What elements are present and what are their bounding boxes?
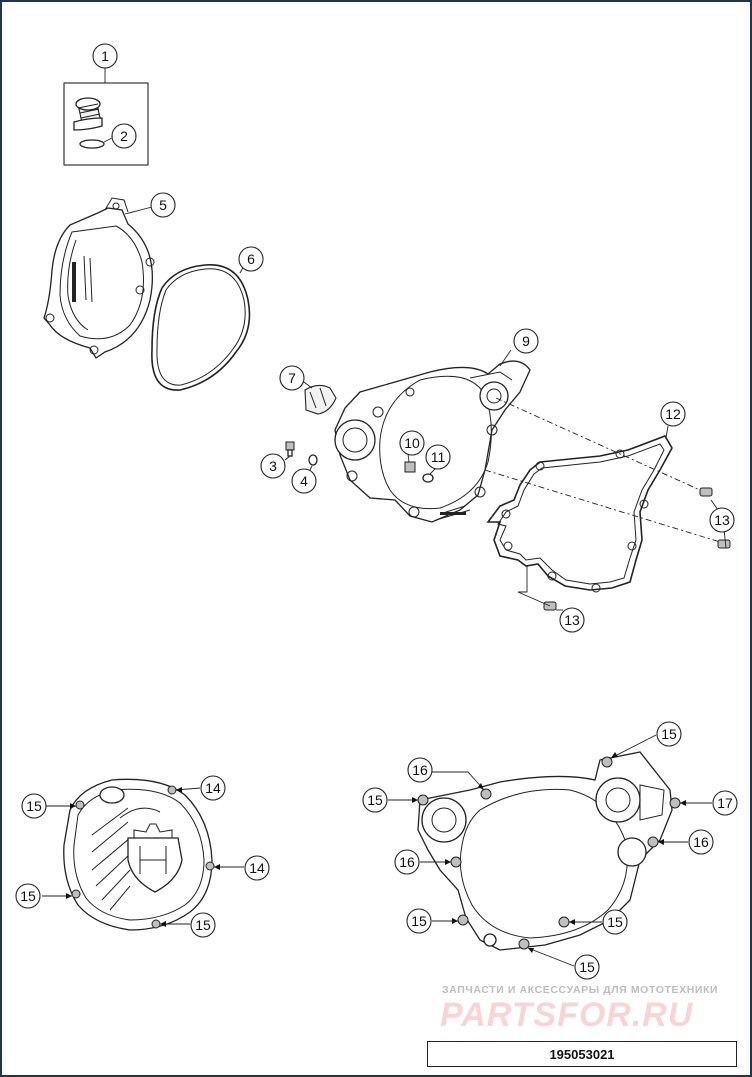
svg-text:15: 15 xyxy=(20,888,36,904)
svg-text:15: 15 xyxy=(26,798,42,814)
svg-text:12: 12 xyxy=(665,406,681,422)
svg-text:15: 15 xyxy=(195,917,211,933)
bolt-icon xyxy=(284,441,295,461)
svg-text:11: 11 xyxy=(431,449,446,465)
svg-text:14: 14 xyxy=(205,780,221,796)
callout-14-top: 14 xyxy=(200,775,226,801)
water-pump-part-icon xyxy=(300,379,337,415)
callout-2: 2 xyxy=(111,123,137,149)
svg-text:7: 7 xyxy=(288,370,296,386)
callout-5: 5 xyxy=(150,192,176,218)
callout-13-b: 13 xyxy=(559,607,585,633)
document-number: 195053021 xyxy=(427,1041,737,1067)
svg-text:15: 15 xyxy=(367,792,383,808)
callout-6: 6 xyxy=(238,246,264,272)
svg-text:1: 1 xyxy=(101,48,109,64)
callout-15-right-bottom-left: 15 xyxy=(406,908,432,934)
callout-15-right-top: 15 xyxy=(656,721,682,747)
svg-text:15: 15 xyxy=(607,914,623,930)
callout-10: 10 xyxy=(399,430,425,456)
svg-text:6: 6 xyxy=(247,251,255,267)
dowel-pin-icon xyxy=(517,487,731,611)
callout-9: 9 xyxy=(513,328,539,354)
watermark-brand: PARTSFOR.RU xyxy=(440,996,694,1034)
filler-plug-icon xyxy=(73,97,103,131)
gasket-icon xyxy=(151,263,251,391)
svg-text:5: 5 xyxy=(159,197,167,213)
svg-text:16: 16 xyxy=(399,854,415,870)
svg-text:3: 3 xyxy=(269,458,277,474)
svg-text:9: 9 xyxy=(522,333,530,349)
callout-12: 12 xyxy=(660,401,686,427)
o-ring-icon xyxy=(79,139,105,149)
filler-plug-kit xyxy=(63,68,149,166)
ignition-cover-assembled-icon xyxy=(388,734,712,967)
clutch-cover-assembled-icon xyxy=(42,778,244,931)
ignition-cover-icon xyxy=(334,349,721,543)
callout-16-left: 16 xyxy=(394,849,420,875)
callout-1: 1 xyxy=(92,43,118,69)
svg-text:14: 14 xyxy=(249,860,265,876)
callout-17: 17 xyxy=(712,790,738,816)
callout-7: 7 xyxy=(279,365,305,391)
callout-11: 11 xyxy=(425,444,451,470)
svg-text:2: 2 xyxy=(120,128,128,144)
callout-15-left-lower: 15 xyxy=(190,912,216,938)
svg-text:10: 10 xyxy=(404,435,420,451)
svg-text:13: 13 xyxy=(564,612,580,628)
callout-15-right-bottom-mid: 15 xyxy=(602,909,628,935)
svg-text:15: 15 xyxy=(579,959,595,975)
callout-13-a: 13 xyxy=(709,507,735,533)
callout-15-right-bottom: 15 xyxy=(574,954,600,980)
callout-15-left-bottom: 15 xyxy=(15,883,41,909)
callout-16-right: 16 xyxy=(688,829,714,855)
svg-text:15: 15 xyxy=(661,726,677,742)
callout-16-top: 16 xyxy=(407,757,433,783)
svg-text:16: 16 xyxy=(693,834,709,850)
clutch-cover-icon xyxy=(43,197,155,359)
svg-text:4: 4 xyxy=(300,473,308,489)
callout-15-right-left: 15 xyxy=(362,787,388,813)
watermark-tagline: ЗАПЧАСТИ И АКСЕССУАРЫ ДЛЯ МОТОТЕХНИКИ xyxy=(442,984,719,996)
svg-text:17: 17 xyxy=(717,795,733,811)
callout-15-left-top: 15 xyxy=(21,793,47,819)
callout-3: 3 xyxy=(260,453,286,479)
svg-text:13: 13 xyxy=(714,512,730,528)
cover-gasket-icon xyxy=(486,425,673,593)
husqvarna-logo-icon xyxy=(127,823,183,893)
callout-4: 4 xyxy=(291,468,317,494)
svg-text:16: 16 xyxy=(412,762,428,778)
svg-text:15: 15 xyxy=(411,913,427,929)
callout-14-right: 14 xyxy=(244,855,270,881)
